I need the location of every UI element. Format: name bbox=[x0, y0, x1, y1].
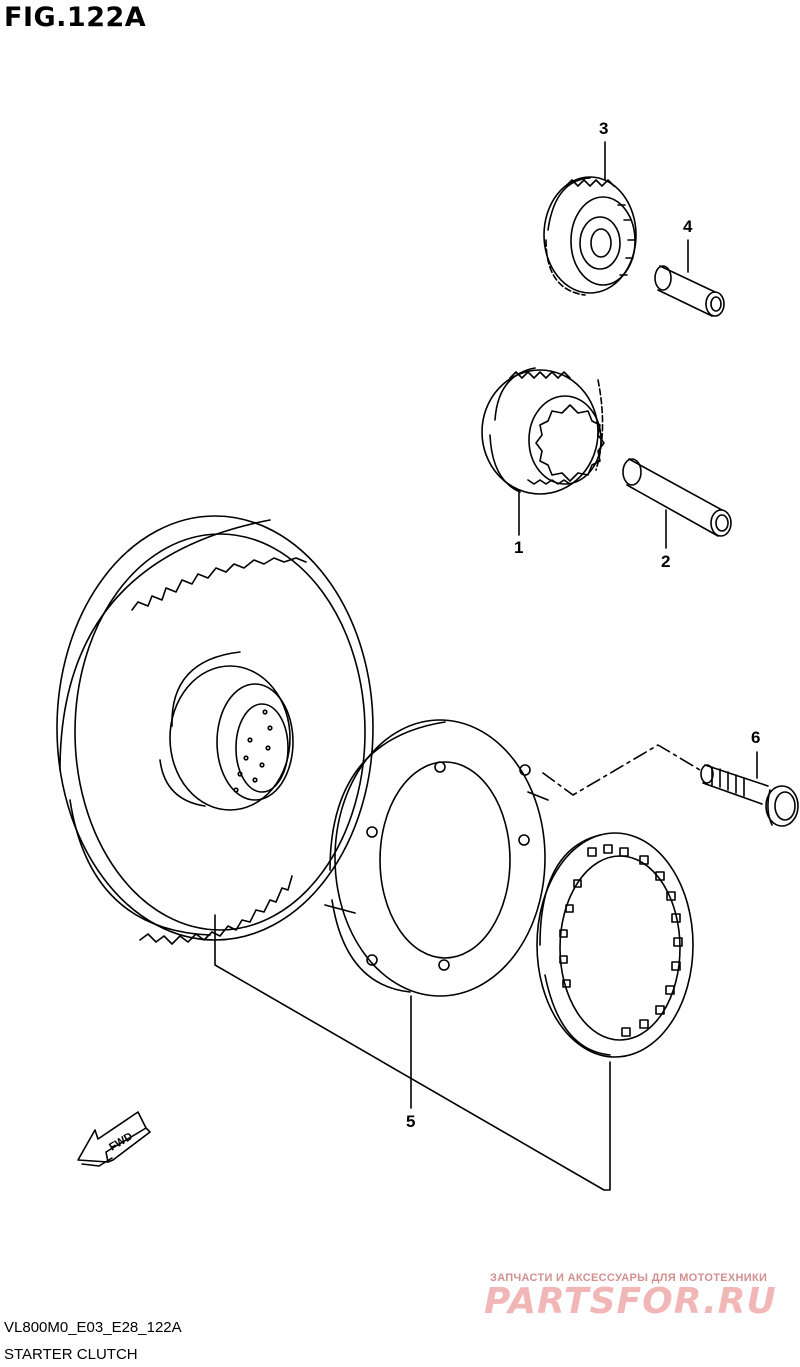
starter-idle-gear-part-1 bbox=[481, 367, 605, 495]
callout-3: 3 bbox=[599, 119, 609, 138]
callout-6: 6 bbox=[751, 728, 761, 747]
bolt-installation-line bbox=[542, 744, 701, 796]
figure-title: FIG.122A bbox=[4, 2, 147, 33]
callout-2: 2 bbox=[661, 552, 671, 571]
callout-5: 5 bbox=[406, 1112, 416, 1131]
watermark-logo: PARTSFOR.RU bbox=[484, 1281, 777, 1322]
diagram-caption: STARTER CLUTCH bbox=[4, 1346, 138, 1363]
callout-1: 1 bbox=[514, 538, 524, 557]
clutch-housing-ring-part-5 bbox=[324, 719, 549, 997]
one-way-clutch-part-5 bbox=[536, 832, 694, 1058]
callout-4: 4 bbox=[683, 217, 693, 236]
shaft-part-2 bbox=[622, 458, 732, 537]
diagram-code: VL800M0_E03_E28_122A bbox=[4, 1319, 182, 1336]
bolt-part-6 bbox=[700, 764, 799, 827]
group-bracket-5 bbox=[214, 914, 611, 1191]
fwd-arrow-icon bbox=[77, 1111, 151, 1167]
starter-clutch-gear-part-5 bbox=[56, 515, 374, 945]
watermark-tagline: ЗАПЧАСТИ И АКСЕССУАРЫ ДЛЯ МОТОТЕХНИКИ bbox=[490, 1272, 768, 1284]
shaft-part-4 bbox=[654, 265, 725, 317]
idle-gear-part-3 bbox=[543, 176, 637, 296]
